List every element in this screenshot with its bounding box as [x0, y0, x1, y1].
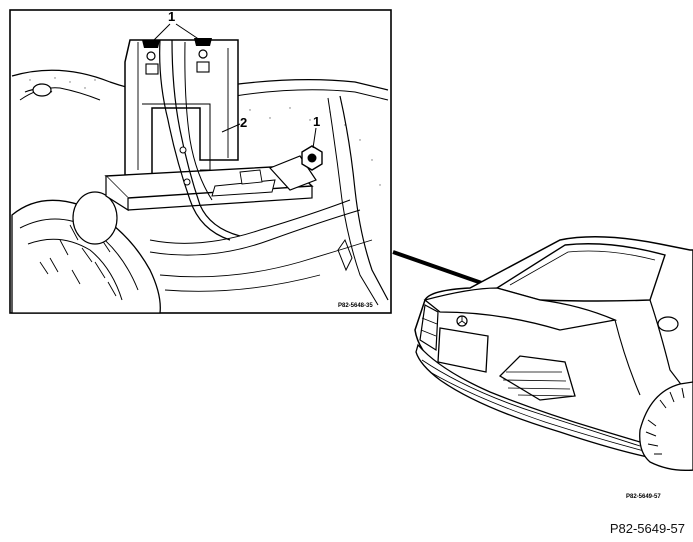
- license-plate-recess: [437, 327, 489, 373]
- hex-nut-fastener: [301, 145, 323, 171]
- leader-line-1b: [312, 127, 317, 149]
- pointer-line: [392, 250, 497, 290]
- car-view-code: P82-5649-57: [626, 494, 661, 500]
- hinge-arm: [339, 95, 389, 301]
- right-tail-light: [498, 355, 576, 401]
- car-rear-view: P82-5649-57: [414, 236, 693, 500]
- mounting-bracket: [104, 39, 317, 241]
- fastener-top-left: [142, 40, 160, 75]
- wheel-well: [72, 191, 118, 245]
- fuel-filler-cap: [657, 316, 679, 332]
- inset-detail-panel: 1 2 1 P82-5648-35: [9, 9, 392, 314]
- callout-1-top: 1: [168, 9, 175, 24]
- leader-lines-1: [151, 23, 201, 43]
- spare-wheel: [11, 191, 161, 314]
- callout-1-right: 1: [313, 114, 320, 129]
- trunk-lid: [423, 287, 618, 331]
- figure-reference: P82-5649-57: [609, 521, 685, 536]
- inset-figure-code: P82-5648-35: [338, 303, 373, 309]
- rear-window: [495, 243, 666, 302]
- fastener-top-right: [194, 38, 212, 73]
- callout-2: 2: [240, 115, 247, 130]
- rear-wheel: [639, 381, 693, 471]
- leader-line-2: [221, 123, 241, 133]
